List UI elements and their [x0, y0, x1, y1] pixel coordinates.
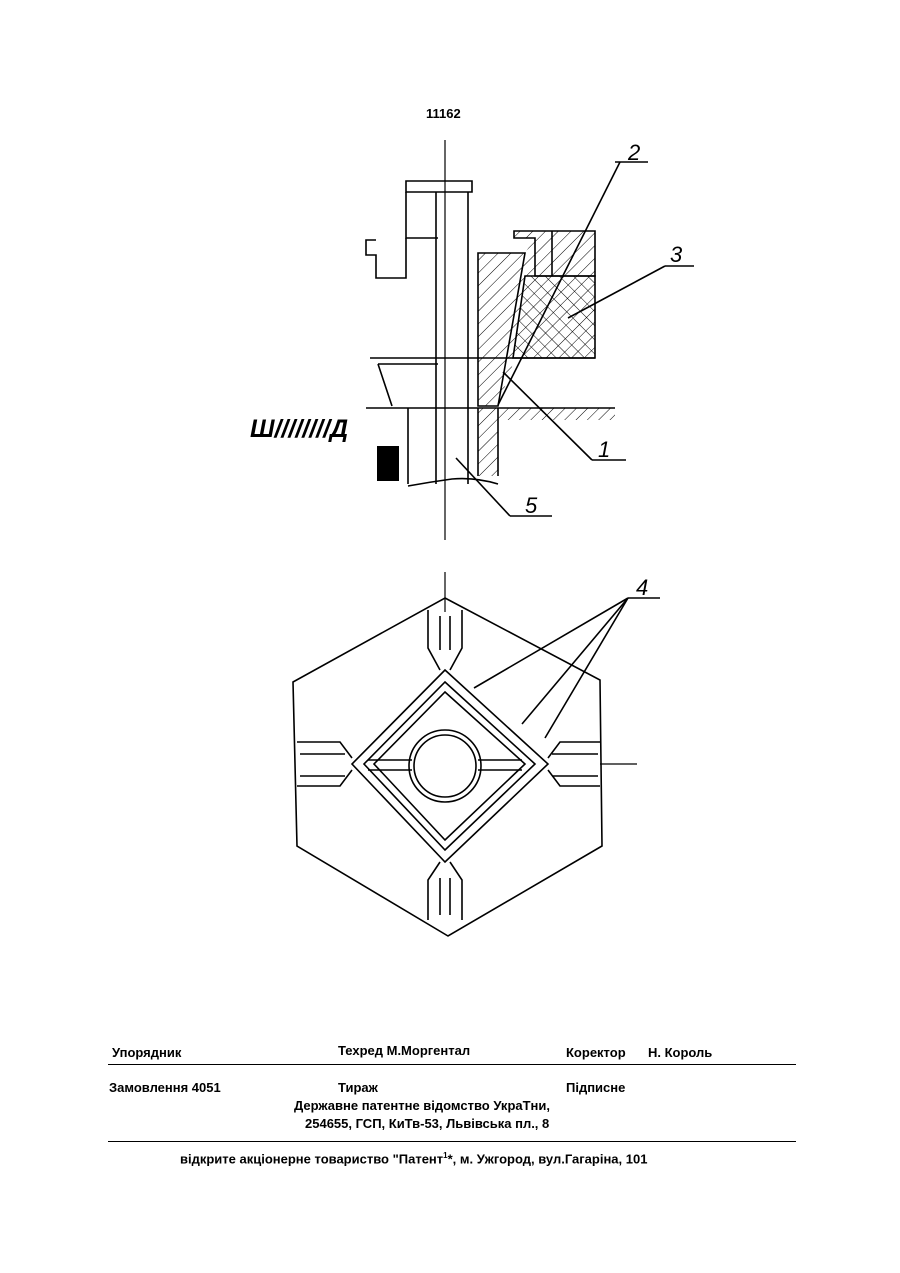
corrector-name: Н. Король	[648, 1045, 712, 1060]
order-number: Замовлення 4051	[109, 1080, 221, 1095]
footer-rule-bottom	[108, 1141, 796, 1142]
margin-block-mark	[377, 446, 399, 481]
callout-1: 1	[598, 437, 610, 462]
callout-3: 3	[670, 242, 683, 267]
section-view	[366, 140, 694, 540]
callout-5: 5	[525, 493, 538, 518]
circulation-label: Тираж	[338, 1080, 378, 1095]
callout-4: 4	[636, 575, 648, 600]
office-address: 254655, ГСП, КиТв-53, Львівська пл., 8	[305, 1116, 549, 1131]
callout-2: 2	[627, 140, 640, 165]
corrector-label: Коректор	[566, 1045, 626, 1060]
printer-text-end: *, м. Ужгород, вул.Гагаріна, 101	[448, 1151, 648, 1166]
techred: Техред М.Моргентал	[338, 1043, 470, 1058]
printer-text: відкрите акціонерне товариство "Патент	[180, 1151, 443, 1166]
compiler-label: Упорядник	[112, 1045, 181, 1060]
plan-view	[293, 572, 660, 936]
technical-drawing: 2 3 1 5 4 Ш////////Д	[0, 0, 900, 1000]
margin-mark: Ш////////Д	[250, 415, 348, 443]
footer-rule-top	[108, 1064, 796, 1065]
patent-office: Державне патентне відомство УкраТни,	[294, 1098, 550, 1113]
subscription-label: Підписне	[566, 1080, 625, 1095]
printer-line: відкрите акціонерне товариство "Патент1*…	[180, 1151, 647, 1166]
